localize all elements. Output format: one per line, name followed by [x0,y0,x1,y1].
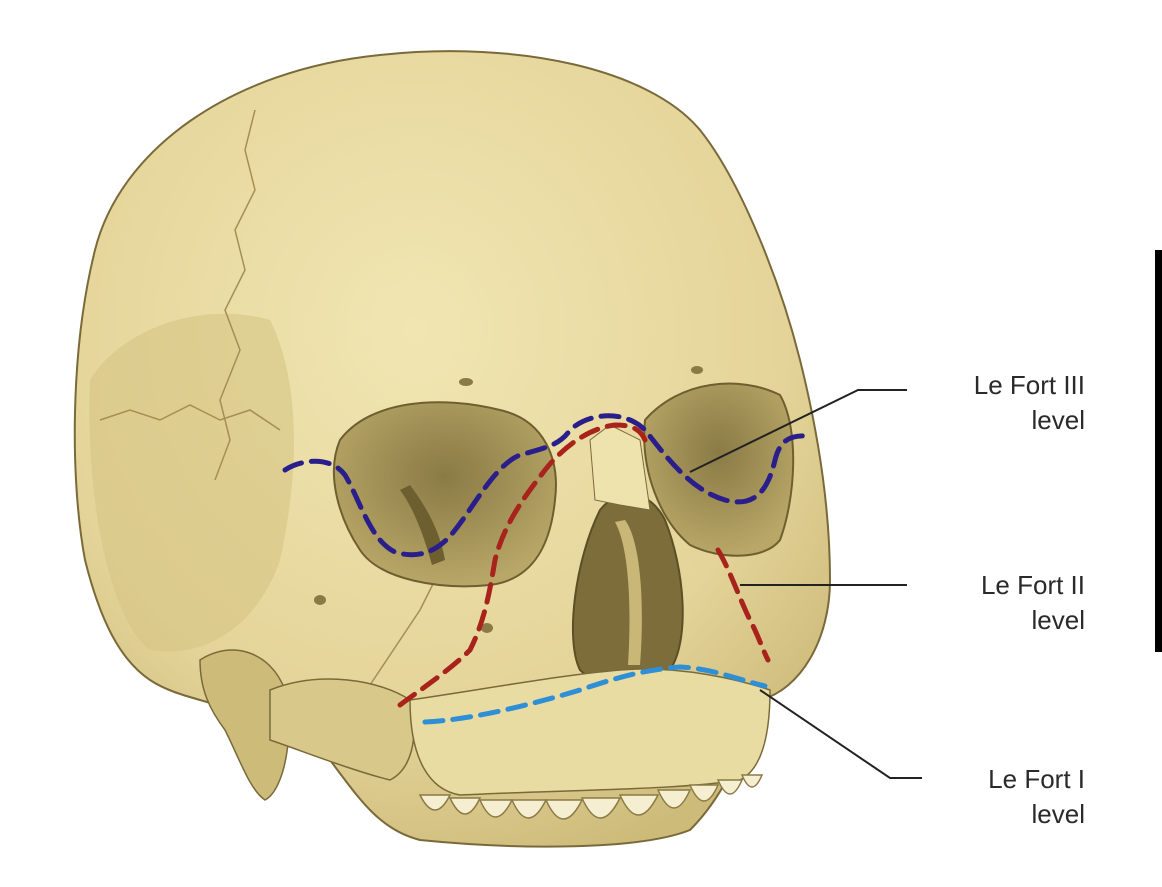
edge-bar [1155,250,1162,652]
temporal-fossa [89,313,294,652]
orbital-fissure [400,485,445,565]
infraorbital-foramen [481,623,493,633]
maxilla [409,668,771,796]
zygomatic-foramen [314,595,326,605]
left-orbit [332,401,557,588]
supraorbital-foramen-left [459,378,473,386]
zygomatic-suture [359,569,441,701]
le-fort-iii-leader [689,389,907,473]
label-le-fort-i-line1: Le Fort I [988,764,1085,794]
mandible-ramus [199,649,290,801]
label-le-fort-iii-line2: level [1031,405,1085,435]
le-fort-ii-line [397,422,648,708]
upper-teeth [418,774,764,820]
label-le-fort-ii-line1: Le Fort II [980,570,1085,600]
le-fort-i-line [422,664,768,725]
label-le-fort-i-line2: level [1031,799,1085,829]
label-le-fort-iii: Le Fort III level [880,368,1085,438]
squamous-suture [99,404,281,431]
label-le-fort-i: Le Fort I level [880,762,1085,832]
label-le-fort-ii: Le Fort II level [880,568,1085,638]
label-le-fort-ii-line2: level [1031,605,1085,635]
supraorbital-foramen-right [691,366,703,374]
label-le-fort-iii-line1: Le Fort III [973,370,1085,400]
nasal-septum [615,520,642,665]
right-orbit [643,382,795,557]
le-fort-iii-line [282,413,811,558]
zygomatic-arch [269,678,415,781]
le-fort-i-leader [759,689,922,779]
coronal-suture [214,109,256,481]
